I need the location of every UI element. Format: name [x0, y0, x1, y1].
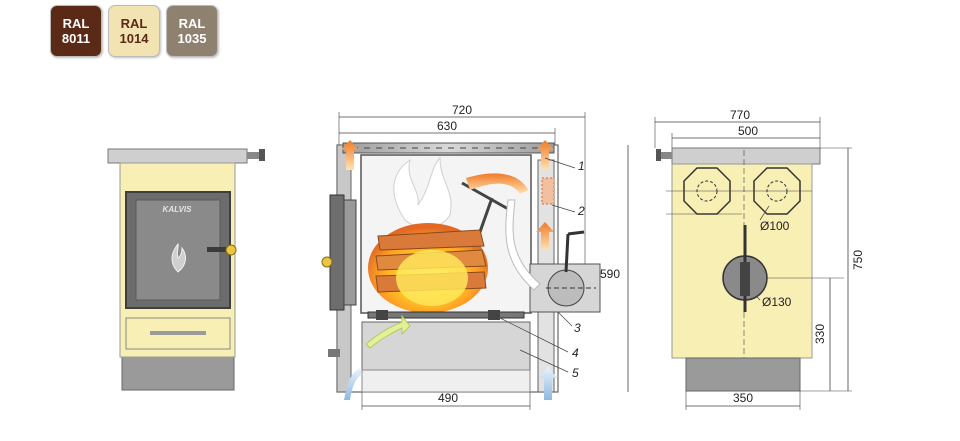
side-handle-bar — [658, 152, 672, 159]
cold-arrow-left — [344, 368, 362, 400]
section-door — [329, 194, 345, 311]
side-view: 770 500 Ø100 Ø130 750 — [654, 108, 865, 410]
dim-side-outer-width: 770 — [730, 108, 750, 122]
dim-side-height: 750 — [851, 250, 865, 270]
log-1 — [377, 229, 485, 251]
callout-line-2 — [551, 204, 576, 213]
callout-line-3 — [557, 311, 573, 327]
front-handle-bar — [247, 152, 259, 159]
front-base — [121, 356, 235, 391]
fire-core — [396, 250, 468, 306]
section-door-glass — [343, 199, 357, 306]
side-flue-damper[interactable] — [740, 262, 750, 296]
front-drawer-handle[interactable] — [150, 331, 206, 335]
swatch-ral-1014[interactable]: RAL 1014 — [108, 5, 160, 57]
grate-right — [488, 310, 500, 320]
dim-bottom-width: 490 — [438, 391, 458, 405]
front-door-knob[interactable] — [225, 244, 237, 256]
dim-side-bottom-width: 350 — [733, 391, 753, 405]
damper-rod[interactable] — [564, 233, 570, 273]
swatch-ral-1035[interactable]: RAL 1035 — [166, 5, 218, 57]
side-top-plate — [671, 147, 821, 165]
callout-line-1 — [544, 157, 576, 169]
diameter-large: Ø130 — [762, 295, 792, 309]
front-brand-label: KALVIS — [163, 205, 193, 214]
ash-box-base — [361, 369, 531, 393]
d130-leader — [755, 295, 761, 301]
grate-left — [376, 310, 388, 320]
hot-arrow-left — [341, 140, 359, 170]
hot-air-arrow — [466, 173, 528, 194]
dim-outer-width: 720 — [452, 103, 472, 117]
cold-arrow-right — [539, 366, 557, 400]
vent-grille — [541, 177, 555, 205]
front-view: KALVIS — [107, 148, 265, 391]
callout-5: 5 — [572, 366, 579, 380]
section-view: 720 630 — [321, 103, 601, 410]
smoke-path-arrow — [505, 199, 541, 291]
side-base — [685, 357, 801, 392]
grate — [367, 311, 525, 319]
callout-line-5 — [519, 349, 569, 373]
callout-3: 3 — [574, 321, 581, 335]
section-bolt — [328, 349, 340, 357]
dim-side-inner-width: 500 — [738, 124, 758, 138]
hot-arrow-right — [536, 140, 554, 170]
dim-outlet-height: 330 — [813, 324, 827, 344]
section-door-knob[interactable] — [321, 256, 333, 268]
front-handle-knob — [259, 149, 265, 161]
dim-inner-width: 630 — [437, 119, 457, 133]
front-door-latch[interactable] — [207, 247, 227, 252]
side-opening-right — [753, 167, 801, 215]
front-top-plate — [107, 148, 248, 164]
primary-air-arrow — [365, 314, 411, 349]
side-handle-knob — [656, 149, 661, 161]
callout-1: 1 — [578, 159, 585, 173]
diameter-small: Ø100 — [760, 219, 790, 233]
callout-4: 4 — [572, 346, 579, 360]
hot-arrow-side — [536, 222, 554, 250]
flame-smoke — [393, 156, 452, 229]
flame-icon — [171, 242, 186, 273]
callout-line-4 — [499, 317, 569, 353]
d100-leader — [759, 205, 770, 221]
dim-section-height: 590 — [600, 267, 620, 281]
ral-swatches: RAL 8011 RAL 1014 RAL 1035 — [50, 5, 218, 57]
damper-handle[interactable] — [567, 230, 585, 236]
swatch-ral-8011[interactable]: RAL 8011 — [50, 5, 102, 57]
callout-2: 2 — [577, 204, 585, 218]
